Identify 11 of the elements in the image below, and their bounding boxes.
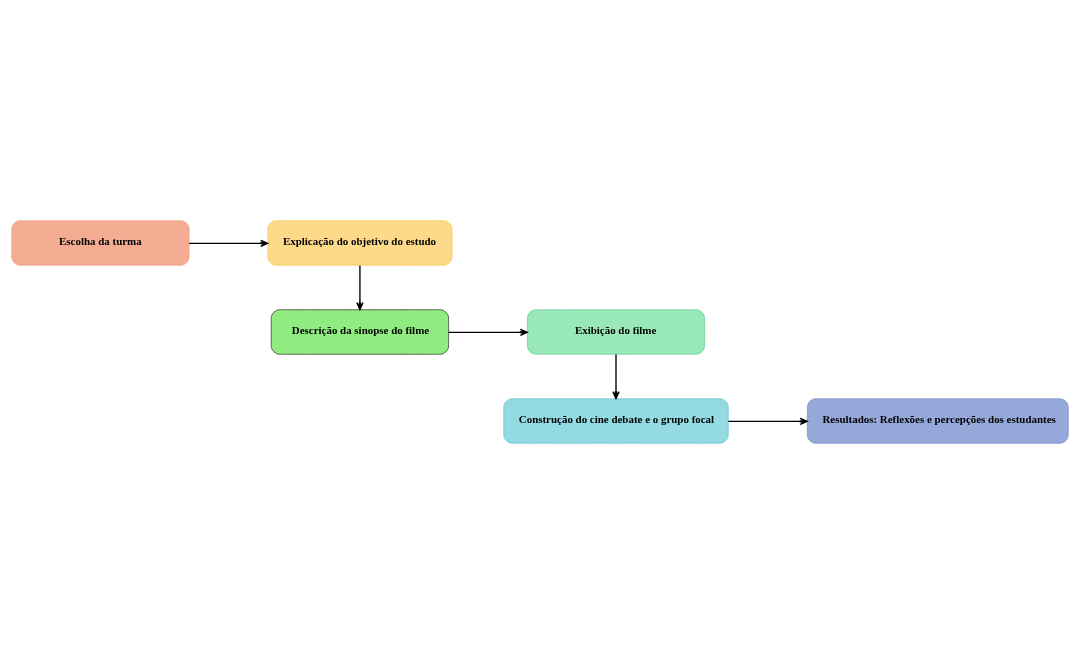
arrow — [612, 353, 620, 399]
arrow — [356, 264, 364, 310]
arrow — [188, 239, 269, 247]
node-box: Resultados: Reflexões e percepções dos estudantes — [807, 397, 1069, 444]
node-box: Exibição do filme — [527, 308, 705, 355]
node-box: Descrição da sinopse do filme — [270, 308, 449, 355]
arrow — [727, 417, 808, 425]
node-box: Construção do cine debate e o grupo focal — [503, 397, 729, 444]
node-box: Escolha da turma — [11, 219, 190, 266]
arrow — [448, 328, 528, 336]
node-box: Explicação do objetivo do estudo — [267, 219, 453, 266]
